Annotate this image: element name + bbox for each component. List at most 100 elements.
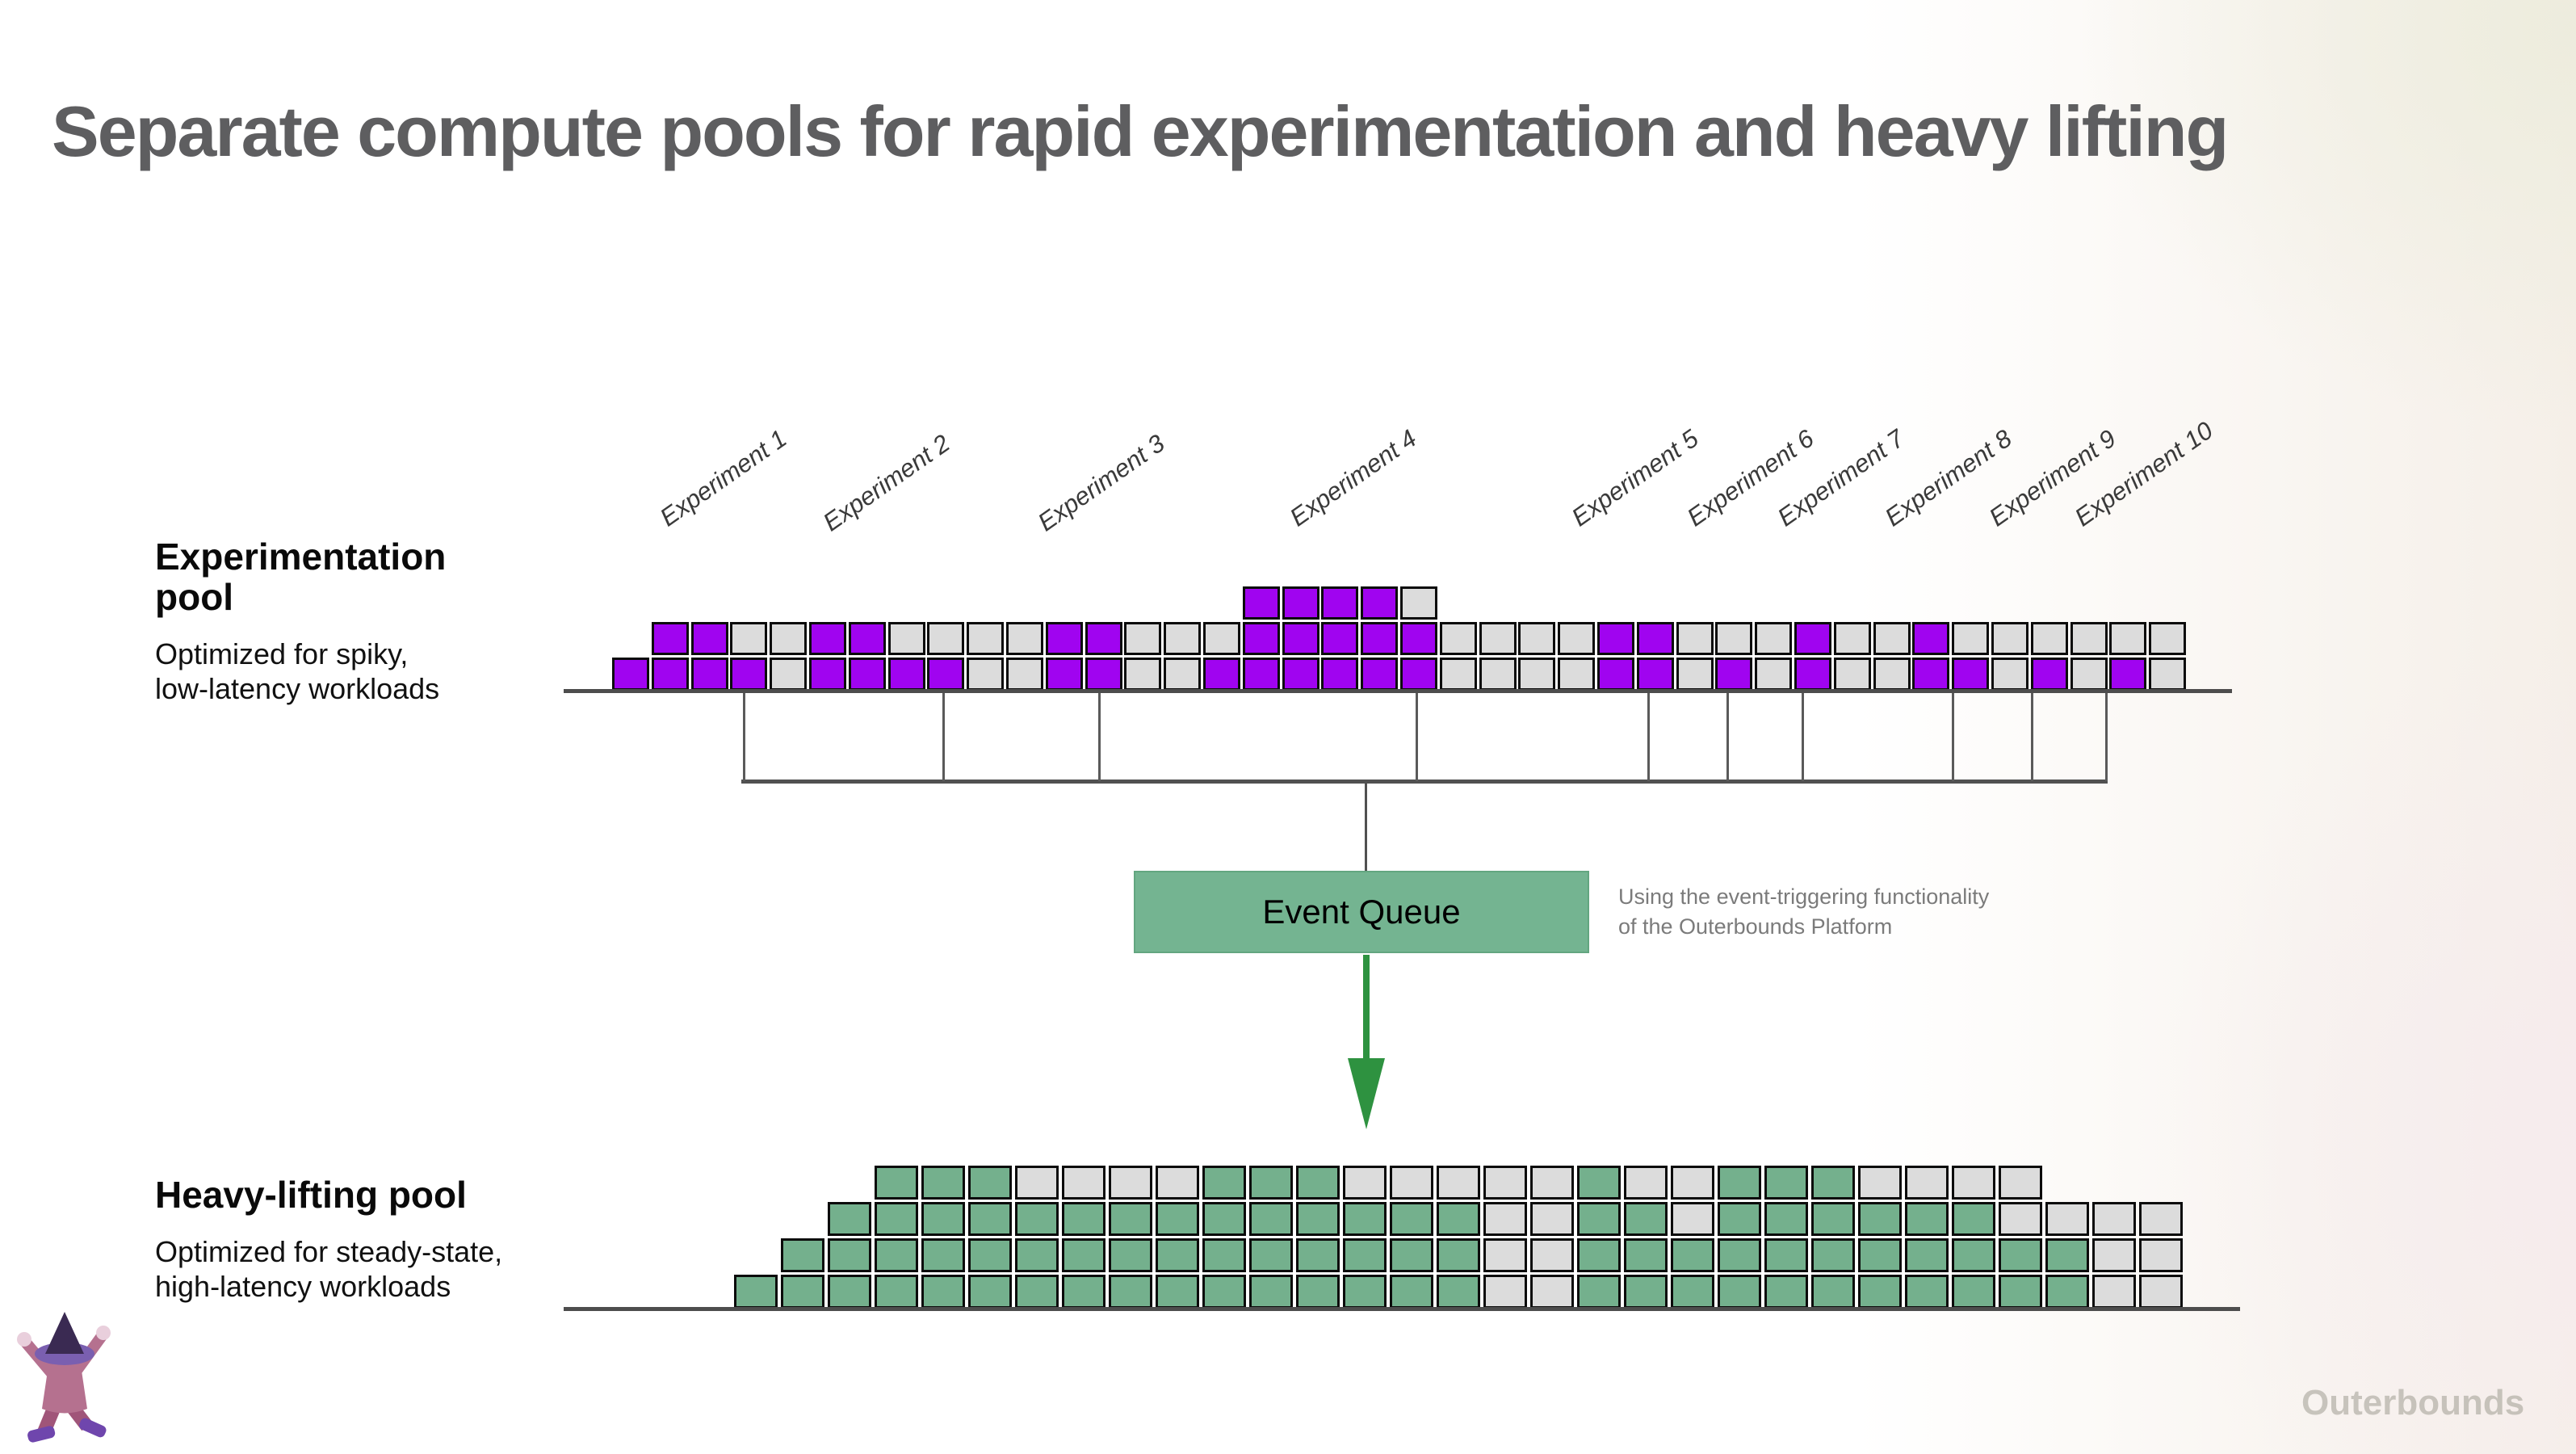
heavy-compute-unit <box>1671 1202 1714 1236</box>
experiment-compute-unit <box>770 622 807 655</box>
heavy-compute-unit <box>781 1275 824 1309</box>
heavy-compute-unit <box>1390 1238 1433 1272</box>
heavy-compute-unit <box>1858 1238 1902 1272</box>
heavy-compute-unit <box>1624 1166 1668 1200</box>
experiment-compute-unit <box>2031 622 2068 655</box>
experiment-compute-unit <box>652 622 689 655</box>
heavy-compute-unit <box>1390 1166 1433 1200</box>
bracket-horizontal-line <box>741 780 2108 784</box>
experiment-compute-unit <box>1282 586 1319 620</box>
slide-title: Separate compute pools for rapid experim… <box>52 91 2229 171</box>
heavy-compute-unit <box>1530 1238 1574 1272</box>
experiment-compute-unit <box>2031 658 2068 691</box>
experiment-compute-unit <box>1440 658 1477 691</box>
heavy-compute-unit <box>828 1238 871 1272</box>
heavy-compute-unit <box>875 1275 918 1309</box>
experiment-compute-unit <box>1873 622 1911 655</box>
experiment-compute-unit <box>1794 622 1831 655</box>
heavy-compute-unit <box>1109 1166 1152 1200</box>
heavy-compute-unit <box>1811 1238 1855 1272</box>
experiment-compute-unit <box>2109 622 2146 655</box>
heavy-compute-unit <box>1718 1202 1761 1236</box>
heavy-compute-unit <box>1811 1275 1855 1309</box>
heavy-compute-unit <box>1390 1275 1433 1309</box>
heavy-compute-unit <box>1062 1275 1105 1309</box>
heavy-compute-unit <box>1905 1166 1949 1200</box>
heavy-compute-unit <box>2045 1275 2089 1309</box>
heavy-compute-unit <box>1249 1275 1293 1309</box>
experiment-compute-unit <box>1321 622 1358 655</box>
heavy-compute-unit <box>1718 1238 1761 1272</box>
heavy-compute-unit <box>1296 1238 1340 1272</box>
heavy-compute-unit <box>1062 1202 1105 1236</box>
experiment-compute-unit <box>1873 658 1911 691</box>
heavy-compute-unit <box>1062 1166 1105 1200</box>
experiment-compute-unit <box>1164 658 1201 691</box>
experiment-compute-unit <box>2109 658 2146 691</box>
experiment-compute-unit <box>1400 586 1437 620</box>
heavy-compute-unit <box>1015 1202 1059 1236</box>
experiment-compute-unit <box>1282 622 1319 655</box>
experiment-compute-unit <box>849 658 886 691</box>
heavy-compute-unit <box>1624 1238 1668 1272</box>
experiment-compute-unit <box>1637 658 1674 691</box>
heavy-compute-unit <box>921 1275 965 1309</box>
heavy-compute-unit <box>1764 1275 1808 1309</box>
heavy-compute-unit <box>1156 1238 1199 1272</box>
experiment-group-tick <box>942 693 945 781</box>
experiment-group-tick <box>1098 693 1101 781</box>
heavy-compute-unit <box>828 1202 871 1236</box>
experiment-compute-unit <box>1361 622 1398 655</box>
heavy-compute-unit <box>1296 1202 1340 1236</box>
experiment-compute-unit <box>927 658 964 691</box>
heavy-compute-unit <box>1999 1238 2042 1272</box>
experimentation-pool-subtitle: Optimized for spiky, low-latency workloa… <box>155 637 440 705</box>
heavy-compute-unit <box>1858 1275 1902 1309</box>
heavy-compute-unit <box>1109 1202 1152 1236</box>
heavy-compute-unit <box>1437 1275 1480 1309</box>
heavy-compute-unit <box>1577 1238 1621 1272</box>
experiment-compute-unit <box>691 658 728 691</box>
heavy-compute-unit <box>1202 1166 1246 1200</box>
outerbounds-watermark: Outerbounds <box>2301 1383 2525 1422</box>
heavy-compute-unit <box>1764 1238 1808 1272</box>
heavy-compute-unit <box>1343 1202 1387 1236</box>
heavy-compute-unit <box>1718 1166 1761 1200</box>
heavy-compute-unit <box>1764 1166 1808 1200</box>
event-queue-box: Event Queue <box>1134 871 1589 953</box>
experiment-compute-unit <box>2149 658 2186 691</box>
heavy-compute-unit <box>1718 1275 1761 1309</box>
experiment-compute-unit <box>967 658 1004 691</box>
experiment-group-tick <box>1802 693 1804 781</box>
heavy-compute-unit <box>1062 1238 1105 1272</box>
heavy-compute-unit <box>2092 1202 2136 1236</box>
experiment-compute-unit <box>1912 622 1949 655</box>
experiment-group-tick <box>743 693 745 781</box>
experiment-compute-unit <box>1124 658 1161 691</box>
experiment-label: Experiment 5 <box>1566 423 1704 532</box>
heavy-compute-unit <box>2139 1238 2183 1272</box>
heavy-compute-unit <box>1015 1166 1059 1200</box>
experiment-compute-unit <box>1203 622 1240 655</box>
heavy-compute-unit <box>1671 1166 1714 1200</box>
heavy-compute-unit <box>1530 1166 1574 1200</box>
experiment-label: Experiment 3 <box>1032 428 1170 537</box>
heavy-compute-unit <box>1437 1202 1480 1236</box>
heavy-lifting-pool-baseline <box>564 1307 2240 1311</box>
heavy-compute-unit <box>1577 1275 1621 1309</box>
experiment-compute-unit <box>967 622 1004 655</box>
heavy-compute-unit <box>1483 1202 1527 1236</box>
heavy-compute-unit <box>968 1275 1012 1309</box>
experiment-compute-unit <box>1676 658 1714 691</box>
experimentation-pool-baseline <box>564 689 2232 693</box>
experiment-compute-unit <box>1046 622 1083 655</box>
experiment-compute-unit <box>1558 658 1595 691</box>
heavy-compute-unit <box>1764 1202 1808 1236</box>
experiment-compute-unit <box>1518 622 1555 655</box>
heavy-compute-unit <box>1343 1166 1387 1200</box>
heavy-compute-unit <box>1999 1275 2042 1309</box>
heavy-compute-unit <box>1577 1166 1621 1200</box>
experiment-compute-unit <box>1991 622 2028 655</box>
heavy-compute-unit <box>1483 1166 1527 1200</box>
heavy-compute-unit <box>1296 1275 1340 1309</box>
